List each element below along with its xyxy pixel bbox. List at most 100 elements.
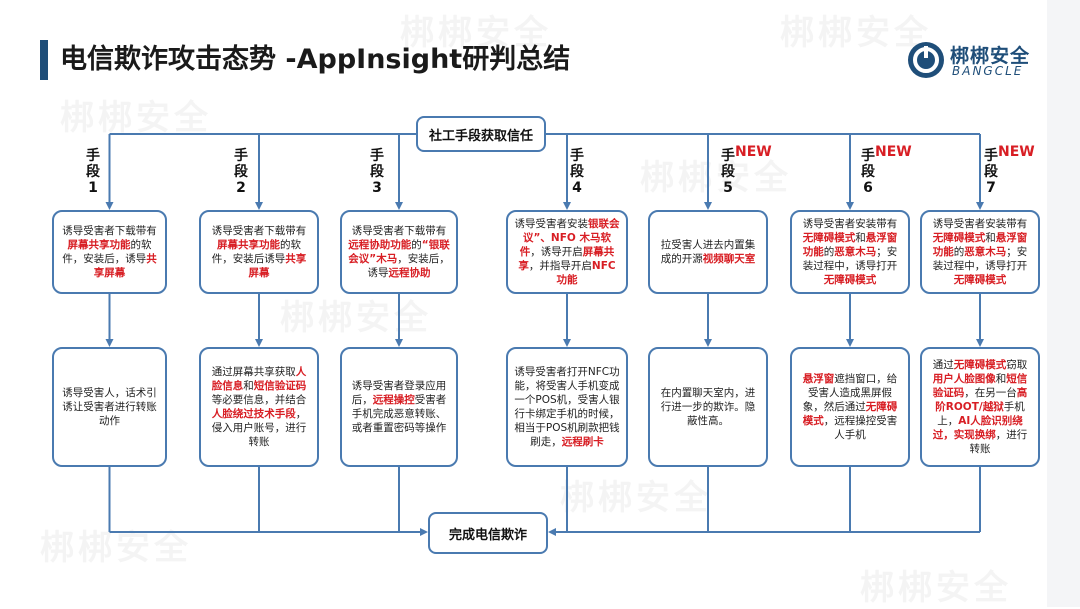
step2-box-1: 诱导受害人，话术引诱让受害者进行转账动作 — [52, 347, 167, 467]
start-node: 社工手段获取信任 — [416, 116, 546, 152]
slide-edge — [1047, 0, 1080, 607]
step2-box-4-text: 诱导受害者打开NFC功能，将受害人手机变成一个POS机，受害人银行卡绑定手机的时… — [514, 365, 620, 449]
step2-box-5-text: 在内置聊天室内，进行进一步的欺诈。隐蔽性高。 — [656, 386, 760, 428]
highlight-text: 无障碍模式 — [932, 232, 986, 244]
new-badge: NEW — [998, 144, 1035, 160]
step2-box-5: 在内置聊天室内，进行进一步的欺诈。隐蔽性高。 — [648, 347, 768, 467]
label-char: 7 — [986, 180, 996, 196]
body-text: ；安装过程中，诱导打开 — [802, 246, 898, 272]
step1-box-3: 诱导受害者下载带有远程协助功能的“银联会议”木马，安装后，诱导远程协助 — [340, 210, 458, 294]
highlight-text: 视频聊天室 — [702, 253, 756, 265]
body-text: 诱导受害者下载带有 — [62, 225, 157, 237]
body-text: 和 — [855, 232, 866, 244]
highlight-text: 无障碍模式 — [953, 359, 1007, 371]
highlight-text: 屏幕共享 — [518, 246, 615, 272]
label-char: 段 — [370, 164, 384, 180]
end-node: 完成电信欺诈 — [428, 512, 548, 554]
logo-subtext: BANGCLE — [952, 64, 1024, 78]
highlight-text: 远程刷卡 — [561, 436, 604, 448]
highlight-text: 共享屏幕 — [248, 253, 307, 279]
label-char: 1 — [88, 180, 98, 196]
highlight-text: 屏幕共享功能 — [217, 239, 280, 251]
body-text: 诱导受害者安装 — [514, 218, 589, 230]
step1-box-1: 诱导受害者下载带有屏幕共享功能的软件，安装后，诱导共享屏幕 — [52, 210, 167, 294]
watermark: 梆梆安全 — [860, 560, 1012, 609]
body-text: 诱导受害人，话术引诱让受害者进行转账动作 — [62, 387, 157, 427]
step1-box-4-text: 诱导受害者安装银联会议”、NFO 木马软件，诱导开启屏幕共享，并指导开启NFC功… — [514, 217, 620, 287]
label-char: 手 — [86, 148, 100, 164]
label-char: 手 — [861, 148, 875, 164]
highlight-text: 短信验证码 — [253, 380, 307, 392]
body-text: 诱导受害者打开NFC功能，将受害人手机变成一个POS机，受害人银行卡绑定手机的时… — [514, 366, 620, 448]
shield-logo-icon — [908, 42, 944, 78]
step2-box-4: 诱导受害者打开NFC功能，将受害人手机变成一个POS机，受害人银行卡绑定手机的时… — [506, 347, 628, 467]
highlight-text: 用户人脸图像 — [932, 373, 996, 385]
body-text: 通过屏幕共享获取 — [211, 366, 296, 378]
step1-box-1-text: 诱导受害者下载带有屏幕共享功能的软件，安装后，诱导共享屏幕 — [60, 224, 159, 280]
highlight-text: NFC功能 — [556, 260, 616, 286]
body-text: 诱导受害者登录应用后， — [351, 380, 447, 406]
highlight-text: 无障碍模式 — [953, 274, 1007, 286]
highlight-text: “银联会议”木马 — [348, 239, 450, 265]
step1-box-4: 诱导受害者安装银联会议”、NFO 木马软件，诱导开启屏幕共享，并指导开启NFC功… — [506, 210, 628, 294]
highlight-text: 无障碍模式 — [823, 274, 877, 286]
step2-box-6-text: 悬浮窗遮挡窗口，给受害人造成黑屏假象，然后通过无障碍模式，远程操控受害人手机 — [798, 372, 902, 442]
step2-box-3: 诱导受害者登录应用后，远程操控受害者手机完成恶意转账、或者重置密码等操作 — [340, 347, 458, 467]
label-char: 手 — [370, 148, 384, 164]
label-char: 5 — [723, 180, 733, 196]
step1-box-2: 诱导受害者下载带有屏幕共享功能的软件，安装后诱导共享屏幕 — [199, 210, 319, 294]
highlight-text: 银联会议”、NFO 木马软件 — [519, 218, 620, 258]
highlight-text: 远程协助 — [388, 267, 431, 279]
highlight-text: 人脸信息 — [211, 366, 307, 392]
body-text: 拉受害人进去内置集成的开源 — [660, 239, 756, 265]
body-text: 诱导受害者下载带有 — [351, 225, 447, 237]
body-text: 受害者手机完成恶意转账、或者重置密码等操作 — [351, 394, 447, 434]
highlight-text: 共享屏幕 — [93, 253, 157, 279]
body-text: ，并指导开启 — [528, 260, 592, 272]
label-char: 段 — [570, 164, 584, 180]
body-text: 诱导受害者安装带有 — [802, 218, 898, 230]
label-char: 6 — [863, 180, 873, 196]
label-char: 段 — [861, 164, 875, 180]
watermark: 梆梆安全 — [280, 290, 432, 339]
body-text: 在内置聊天室内，进行进一步的欺诈。隐蔽性高。 — [660, 387, 756, 427]
body-text: 诱导受害者下载带有 — [211, 225, 307, 237]
body-text: 和 — [243, 380, 254, 392]
step2-box-6: 悬浮窗遮挡窗口，给受害人造成黑屏假象，然后通过无障碍模式，远程操控受害人手机 — [790, 347, 910, 467]
company-logo: 梆梆安全 BANGCLE — [906, 40, 1046, 82]
step1-box-6-text: 诱导受害者安装带有无障碍模式和悬浮窗功能的恶意木马；安装过程中，诱导打开无障碍模… — [798, 217, 902, 287]
body-text: 等必要信息，并结合 — [211, 394, 307, 406]
highlight-text: 无障碍模式 — [802, 232, 856, 244]
body-text: ，远程操控受害人手机 — [823, 415, 898, 441]
body-text: 遮挡窗口，给受害人造成黑屏假象，然后通过 — [802, 373, 898, 413]
watermark: 梆梆安全 — [560, 470, 712, 519]
label-char: 2 — [236, 180, 246, 196]
highlight-text: 短信验证码 — [932, 373, 1028, 399]
body-text: ，在另一台 — [964, 387, 1017, 399]
body-text: 和 — [985, 232, 996, 244]
watermark: 梆梆安全 — [640, 150, 792, 199]
step2-box-7-text: 通过无障碍模式窃取用户人脸图像和短信验证码，在另一台高阶ROOT/越狱手机上，A… — [928, 358, 1032, 456]
highlight-text: 人脸绕过技术手段 — [211, 408, 296, 420]
body-text: 手机上， — [937, 401, 1025, 427]
step1-box-7-text: 诱导受害者安装带有无障碍模式和悬浮窗功能的恶意木马；安装过程中，诱导打开无障碍模… — [928, 217, 1032, 287]
step1-box-5-text: 拉受害人进去内置集成的开源视频聊天室 — [656, 238, 760, 266]
body-text: 和 — [995, 373, 1007, 385]
body-text: 的 — [823, 246, 835, 258]
watermark: 梆梆安全 — [780, 5, 932, 54]
page-title: 电信欺诈攻击态势 -AppInsight研判总结 — [60, 44, 571, 75]
label-char: 段 — [234, 164, 248, 180]
body-text: 的 — [411, 239, 422, 251]
highlight-text: 屏幕共享功能 — [67, 239, 131, 251]
label-char: 段 — [721, 164, 735, 180]
label-char: 3 — [372, 180, 382, 196]
step2-box-1-text: 诱导受害人，话术引诱让受害者进行转账动作 — [60, 386, 159, 428]
highlight-text: 无障碍模式 — [802, 401, 898, 427]
label-char: 手 — [721, 148, 735, 164]
